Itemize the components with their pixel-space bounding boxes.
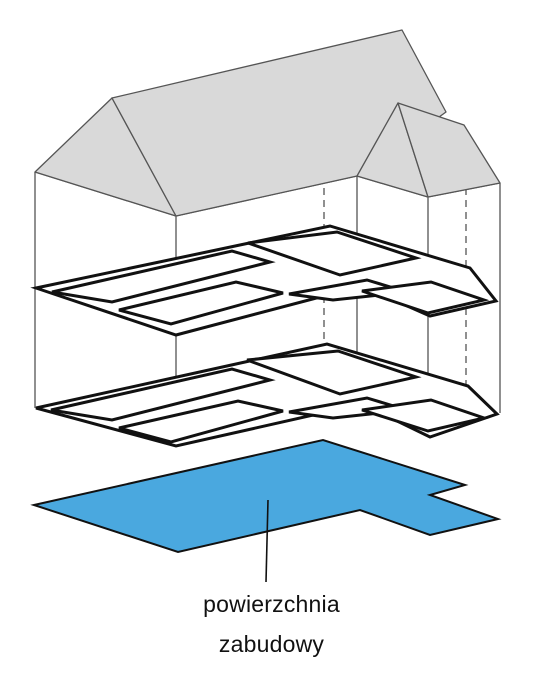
caption-line-2: zabudowy <box>218 631 325 657</box>
caption-leader-line <box>265 499 269 583</box>
upper-floor-slab <box>30 224 499 337</box>
roof <box>34 29 501 217</box>
ground-room-1 <box>50 367 276 422</box>
upper-room-1 <box>51 249 276 304</box>
upper-room-2 <box>118 280 284 326</box>
ground-room-5 <box>361 398 490 433</box>
upper-room-5 <box>361 280 490 315</box>
roof-plane-wing <box>397 102 501 198</box>
ground-room-2 <box>118 399 284 444</box>
ground-room-3 <box>246 349 422 396</box>
ground-floor-slab <box>35 342 500 448</box>
building-footprint-area <box>30 438 502 554</box>
upper-room-3 <box>247 230 422 277</box>
caption-line-1: powierzchnia <box>203 591 340 617</box>
